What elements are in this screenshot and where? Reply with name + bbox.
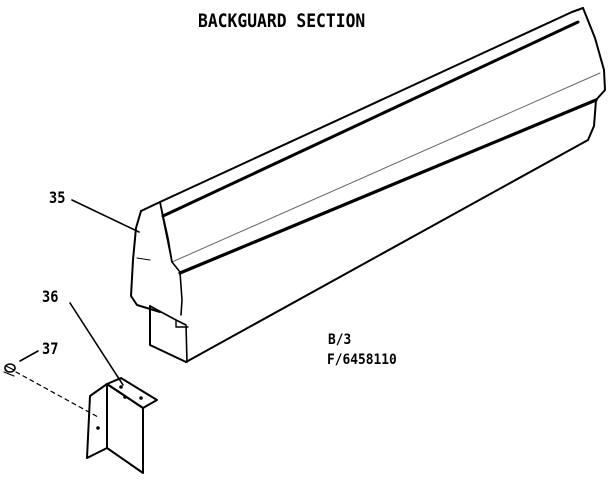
diagram-title: BACKGUARD SECTION xyxy=(198,10,366,32)
leader-line-35 xyxy=(71,199,140,233)
reference-line-2: F/6458110 xyxy=(327,352,397,368)
callout-36: 36 xyxy=(42,287,59,306)
leader-line-37 xyxy=(19,350,39,362)
bracket-part xyxy=(86,377,158,474)
reference-line-1: B/3 xyxy=(328,332,352,348)
screw-part xyxy=(3,363,16,377)
backguard-part xyxy=(130,7,606,363)
screw-alignment-line xyxy=(15,371,99,418)
callout-37: 37 xyxy=(42,339,59,358)
leader-line-36 xyxy=(69,302,124,386)
callout-35: 35 xyxy=(49,188,66,207)
